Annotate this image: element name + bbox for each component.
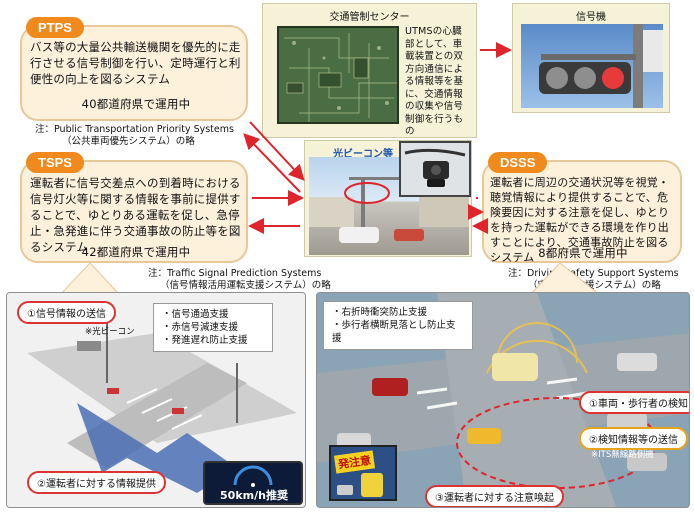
signal-title: 信号機 <box>576 12 606 23</box>
ptps-box <box>20 25 248 121</box>
dsss-note-line1: 注：Driving Safety Support Systems <box>508 268 679 279</box>
tsps-note-line2: （信号情報活用運転支援システム）の略 <box>160 280 331 291</box>
traffic-signal-image <box>521 24 663 108</box>
ptps-status: 40都道府県で運用中 <box>81 97 191 111</box>
dsss-step3-label: ③運転者に対する注意喚起 <box>425 485 564 507</box>
dsss-bullet-list: 右折時衝突防止支援 歩行者横断見落とし防止支援 <box>323 301 473 350</box>
tsps-scene: ①信号情報の送信 ※光ビーコン 信号通過支援 赤信号減速支援 発進遅れ防止支援 … <box>6 292 306 508</box>
ptps-note-line1: 注：Public Transportation Priority Systems <box>35 124 234 135</box>
tsps-callout-wedge <box>58 262 122 296</box>
traffic-signal-panel: 信号機 <box>512 3 670 113</box>
circuit-board-image <box>277 26 399 124</box>
dsss-description: 運転者に周辺の交通状況等を視覚・聴覚情報により提供することで、危険要因に対する注… <box>490 176 670 264</box>
dsss-bullet-1: 右折時衝突防止支援 <box>332 306 464 319</box>
ptps-badge: PTPS <box>26 17 84 38</box>
dsss-step2-label: ②検知情報等の送信 <box>579 427 688 450</box>
arrow-beacon-to-ptps <box>243 133 301 193</box>
driver-warning-display: 発注意 <box>329 445 397 501</box>
arrow-ptps-to-beacon <box>249 121 305 181</box>
control-center-title: 交通管制センター <box>329 12 410 23</box>
its-roadside-label: ※ITS無線路側機 <box>591 450 654 460</box>
tsps-box <box>20 160 248 263</box>
dsss-badge: DSSS <box>488 152 548 173</box>
tsps-bullet-1: 信号通過支援 <box>162 308 264 321</box>
speed-recommendation-text: 50km/h推奨 <box>220 489 288 502</box>
tsps-status: 42都道府県で運用中 <box>81 245 191 259</box>
dsss-status: 8都府県で運用中 <box>538 246 628 260</box>
dsss-callout-wedge <box>528 262 602 296</box>
tsps-step2-label: ②運転者に対する情報提供 <box>27 471 166 494</box>
tsps-description: 運転者に信号交差点への到着時における信号灯火等に関する情報を事前に提供することで… <box>30 176 241 254</box>
optical-beacon-label: ※光ビーコン <box>85 327 135 337</box>
control-center-description: UTMSの心臓部として、車載装置との双方向通信による情報等を基に、交通情報の収集… <box>405 26 464 137</box>
tsps-bullet-list: 信号通過支援 赤信号減速支援 発進遅れ防止支援 <box>153 303 273 352</box>
beacon-device-image <box>399 141 471 197</box>
ptps-note-line2: （公共車両優先システム）の略 <box>62 136 195 147</box>
beacon-panel: 光ビーコン等 <box>304 140 472 257</box>
tsps-step1-label: ①信号情報の送信 <box>17 301 116 324</box>
tsps-bullet-2: 赤信号減速支援 <box>162 321 264 334</box>
dsss-bullet-2: 歩行者横断見落とし防止支援 <box>332 319 464 345</box>
tsps-note-line1: 注：Traffic Signal Prediction Systems <box>148 268 322 279</box>
dsss-scene: 右折時衝突防止支援 歩行者横断見落とし防止支援 ①車両・歩行者の検知 ②検知情報… <box>316 292 690 508</box>
in-car-display: 50km/h推奨 <box>203 461 303 505</box>
traffic-control-center-panel: 交通管制センター UTMSの心臓部として、車載装置との双方向通信による情報等を基… <box>262 3 477 138</box>
tsps-bullet-3: 発進遅れ防止支援 <box>162 334 264 347</box>
beacon-title: 光ビーコン等 <box>333 149 393 160</box>
dsss-box <box>482 160 682 263</box>
ptps-description: バス等の大量公共輸送機関を優先的に走行させる信号制御を行い、定時運行と利便性の向… <box>30 40 241 86</box>
tsps-badge: TSPS <box>26 152 84 173</box>
dsss-step1-label: ①車両・歩行者の検知 <box>579 391 689 414</box>
dsss-note-line2: （安全運転支援システム）の略 <box>528 280 661 291</box>
